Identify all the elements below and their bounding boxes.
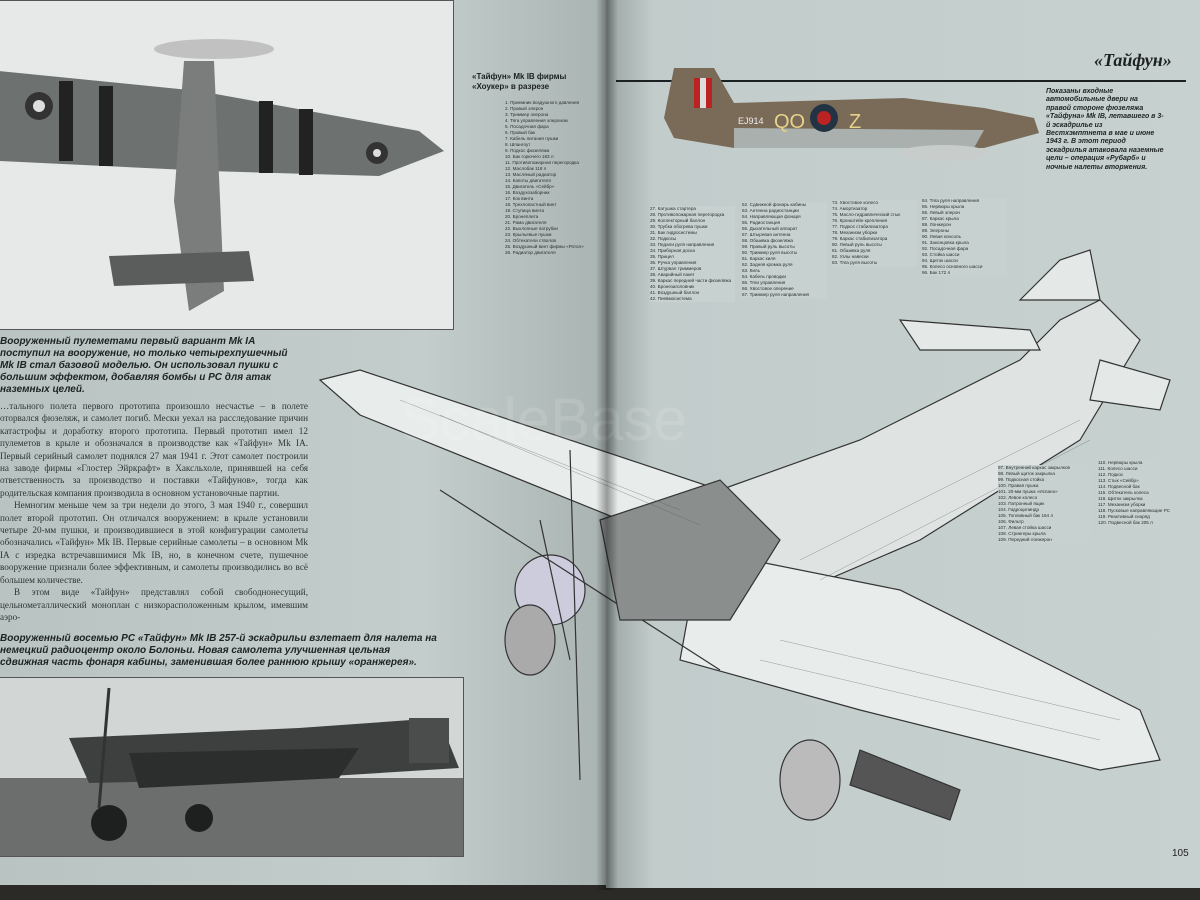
- parts-list-3: 73. Хвостовое колесо 74. Амортизатор 75.…: [832, 200, 917, 266]
- profile-code: QO: [774, 111, 805, 133]
- typhoon-underside-photo: [0, 1, 453, 329]
- body-paragraph: …тального полета первого прототипа произ…: [0, 401, 308, 498]
- section-title: «Тайфун»: [1094, 50, 1172, 70]
- profile-caption: Показаны входные автомобильные двери на …: [1046, 88, 1164, 171]
- article-column: …тального полета первого прототипа произ…: [0, 400, 464, 858]
- parts-list-left: 1. Приемник воздушного давления 2. Правы…: [505, 100, 584, 255]
- parts-list-2: 52. Сдвижной фонарь кабины 53. Антенна р…: [742, 202, 827, 298]
- typhoon-ground-photo: [0, 678, 463, 857]
- parts-list-4: 84. Тяга руля направления 85. Нервюры кр…: [922, 198, 1007, 276]
- left-page: Вооруженный пулеметами первый вариант Mk…: [0, 0, 608, 885]
- cutaway-heading: «Тайфун» Mk IB фирмы «Хоукер» в разрезе: [472, 72, 567, 91]
- parts-list-6: 110. Нервюры крыла 111. Колесо шасси 112…: [1098, 460, 1188, 526]
- parts-list-5: 97. Внутренний каркас закрылков 98. Левы…: [998, 465, 1090, 543]
- body-paragraph: В этом виде «Тайфун» представлял собой с…: [0, 587, 308, 622]
- article-body: …тального полета первого прототипа произ…: [0, 400, 308, 623]
- watermark: ScaleBase: [400, 386, 687, 453]
- header-rule: [616, 80, 1186, 82]
- parts-list-1: 27. Катушка стартера 28. Противопожарная…: [650, 206, 735, 302]
- page-number: 105: [1172, 848, 1189, 859]
- bottom-photo-caption: Вооруженный восемью РС «Тайфун» Mk IB 25…: [0, 633, 437, 669]
- profile-serial: EJ914: [738, 116, 764, 126]
- aircraft-profile: EJ914 QO Z: [664, 68, 1039, 161]
- top-aircraft-photo: [0, 0, 454, 330]
- book-gutter: [596, 0, 618, 890]
- cutaway-drawing: ScaleBase: [318, 249, 1171, 821]
- top-photo-caption: Вооруженный пулеметами первый вариант Mk…: [0, 336, 288, 395]
- bottom-aircraft-photo: [0, 677, 464, 858]
- body-paragraph: Немногим меньше чем за три недели до это…: [0, 500, 308, 585]
- profile-letter: Z: [849, 111, 861, 133]
